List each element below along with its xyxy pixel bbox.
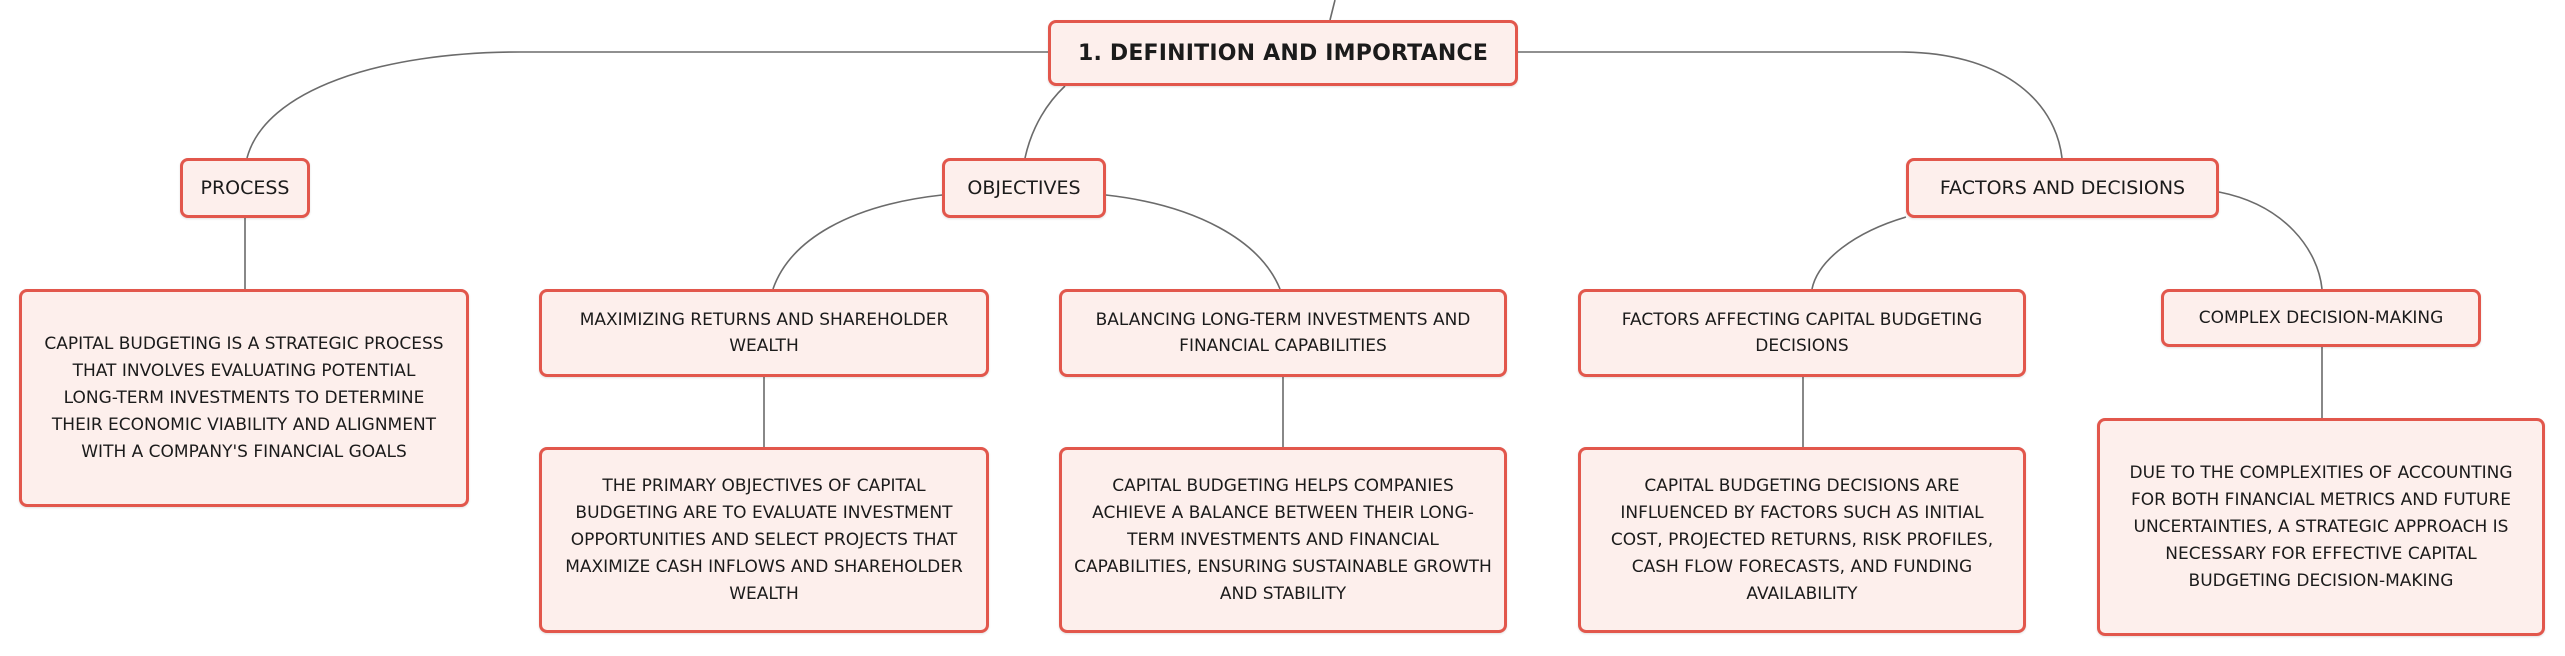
detail-process[interactable]: CAPITAL BUDGETING IS A STRATEGIC PROCESS… (19, 289, 469, 507)
root-label: 1. DEFINITION AND IMPORTANCE (1077, 40, 1489, 66)
detail-balancing[interactable]: CAPITAL BUDGETING HELPS COMPANIES ACHIEV… (1059, 447, 1507, 633)
topic-process[interactable]: PROCESS (180, 158, 310, 218)
subtopic-balancing-investments[interactable]: BALANCING LONG-TERM INVESTMENTS AND FINA… (1059, 289, 1507, 377)
topic-factors-label: FACTORS AND DECISIONS (1939, 177, 2186, 199)
topic-process-label: PROCESS (200, 177, 290, 199)
topic-factors-and-decisions[interactable]: FACTORS AND DECISIONS (1906, 158, 2219, 218)
subtopic-maximizing-label: MAXIMIZING RETURNS AND SHAREHOLDER WEALT… (579, 310, 949, 356)
subtopic-balancing-label: BALANCING LONG-TERM INVESTMENTS AND FINA… (1095, 310, 1471, 356)
subtopic-factors-affecting-label: FACTORS AFFECTING CAPITAL BUDGETING DECI… (1621, 310, 1983, 356)
root-node[interactable]: 1. DEFINITION AND IMPORTANCE (1048, 20, 1518, 86)
detail-factors-affecting[interactable]: CAPITAL BUDGETING DECISIONS ARE INFLUENC… (1578, 447, 2026, 633)
connector-objectives-maximizing (772, 194, 943, 290)
connector-parent (1329, 0, 1336, 21)
connector-root-objectives (1024, 85, 1066, 159)
detail-balancing-text: CAPITAL BUDGETING HELPS COMPANIES ACHIEV… (1074, 475, 1492, 604)
connector-factors-complex (2218, 191, 2323, 290)
connector-root-factors (1518, 51, 2063, 159)
subtopic-complex-label: COMPLEX DECISION-MAKING (2198, 308, 2444, 328)
connector-root-process (246, 51, 1048, 159)
detail-maximizing[interactable]: THE PRIMARY OBJECTIVES OF CAPITAL BUDGET… (539, 447, 989, 633)
subtopic-maximizing-returns[interactable]: MAXIMIZING RETURNS AND SHAREHOLDER WEALT… (539, 289, 989, 377)
detail-process-text: CAPITAL BUDGETING IS A STRATEGIC PROCESS… (44, 333, 444, 462)
topic-objectives-label: OBJECTIVES (967, 177, 1081, 199)
topic-objectives[interactable]: OBJECTIVES (942, 158, 1106, 218)
connector-objectives-balancing (1105, 194, 1281, 290)
detail-complex[interactable]: DUE TO THE COMPLEXITIES OF ACCOUNTING FO… (2097, 418, 2545, 636)
detail-maximizing-text: THE PRIMARY OBJECTIVES OF CAPITAL BUDGET… (565, 475, 963, 604)
connector-factors-affecting (1811, 216, 1907, 290)
subtopic-factors-affecting[interactable]: FACTORS AFFECTING CAPITAL BUDGETING DECI… (1578, 289, 2026, 377)
subtopic-complex-decision-making[interactable]: COMPLEX DECISION-MAKING (2161, 289, 2481, 347)
detail-complex-text: DUE TO THE COMPLEXITIES OF ACCOUNTING FO… (2129, 462, 2513, 591)
detail-factors-affecting-text: CAPITAL BUDGETING DECISIONS ARE INFLUENC… (1610, 475, 1994, 604)
